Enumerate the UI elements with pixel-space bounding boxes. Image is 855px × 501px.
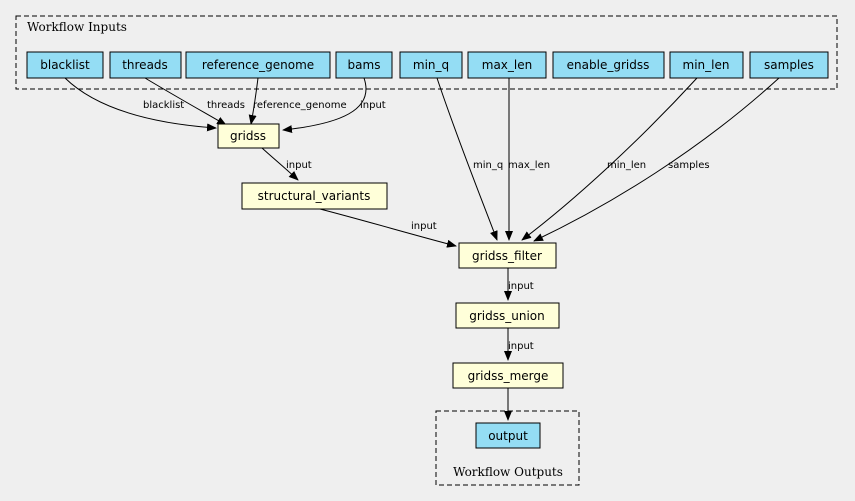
node-threads[interactable]: threads	[109, 51, 182, 79]
edge-label-gridss-input: input	[286, 160, 312, 171]
node-structural-variants[interactable]: structural_variants	[241, 182, 388, 210]
edge-reference-genome-gridss	[248, 77, 259, 125]
node-reference-genome-label: reference_genome	[202, 58, 314, 72]
node-blacklist[interactable]: blacklist	[26, 51, 104, 79]
node-samples-label: samples	[764, 58, 814, 72]
workflow-inputs-cluster: Workflow Inputs	[15, 15, 838, 90]
node-gridss-filter-label: gridss_filter	[472, 249, 542, 263]
node-gridss[interactable]: gridss	[217, 123, 280, 149]
node-min-q-label: min_q	[413, 58, 449, 72]
node-gridss-merge-label: gridss_merge	[468, 369, 549, 383]
edge-label-gridss-union-input: input	[508, 341, 534, 352]
node-threads-label: threads	[122, 58, 168, 72]
node-gridss-merge[interactable]: gridss_merge	[452, 362, 564, 389]
node-min-len-label: min_len	[683, 58, 730, 72]
node-max-len-label: max_len	[482, 58, 532, 72]
edge-structural-variants-gridss-filter	[319, 208, 457, 248]
node-gridss-union-label: gridss_union	[469, 309, 545, 323]
edge-label-min-len: min_len	[607, 160, 646, 171]
node-gridss-union[interactable]: gridss_union	[455, 302, 560, 329]
edge-bams-gridss	[282, 77, 367, 134]
edge-gridss-structural-variants	[261, 147, 299, 181]
edge-label-structural-variants-input: input	[411, 221, 437, 232]
edge-label-threads: threads	[207, 100, 245, 111]
edge-label-blacklist: blacklist	[143, 100, 184, 111]
node-gridss-label: gridss	[230, 129, 266, 143]
node-reference-genome[interactable]: reference_genome	[185, 51, 331, 79]
node-output-label: output	[488, 429, 528, 443]
edge-label-bams-input: input	[360, 100, 386, 111]
node-enable-gridss[interactable]: enable_gridss	[552, 51, 665, 79]
node-min-q[interactable]: min_q	[399, 51, 463, 79]
edge-samples-gridss-filter	[533, 77, 780, 242]
input-nodes: blacklist threads reference_genome bams …	[26, 51, 829, 79]
edge-label-reference-genome: reference_genome	[253, 100, 347, 111]
step-nodes: gridss structural_variants gridss_filter…	[217, 123, 564, 389]
node-max-len[interactable]: max_len	[467, 51, 547, 79]
workflow-inputs-label: Workflow Inputs	[27, 20, 127, 34]
edge-labels: blacklist threads reference_genome input…	[143, 100, 710, 352]
node-min-len[interactable]: min_len	[669, 51, 744, 79]
node-blacklist-label: blacklist	[40, 58, 90, 72]
node-enable-gridss-label: enable_gridss	[567, 58, 650, 72]
edge-label-samples: samples	[668, 160, 710, 171]
node-structural-variants-label: structural_variants	[258, 189, 371, 203]
node-samples[interactable]: samples	[749, 51, 829, 79]
workflow-outputs-cluster: Workflow Outputs	[435, 410, 580, 486]
node-gridss-filter[interactable]: gridss_filter	[458, 242, 557, 269]
node-bams[interactable]: bams	[335, 51, 393, 79]
edge-label-max-len: max_len	[508, 160, 550, 171]
edge-label-gridss-filter-input: input	[508, 281, 534, 292]
edge-min-len-gridss-filter	[521, 77, 698, 241]
edge-threads-gridss	[144, 77, 227, 126]
workflow-outputs-label: Workflow Outputs	[453, 465, 563, 479]
edges	[64, 77, 780, 421]
node-output[interactable]: output	[475, 422, 541, 449]
edge-min-q-gridss-filter	[436, 77, 498, 241]
node-bams-label: bams	[348, 58, 381, 72]
edge-blacklist-gridss	[64, 77, 217, 132]
edge-label-min-q: min_q	[473, 160, 503, 171]
